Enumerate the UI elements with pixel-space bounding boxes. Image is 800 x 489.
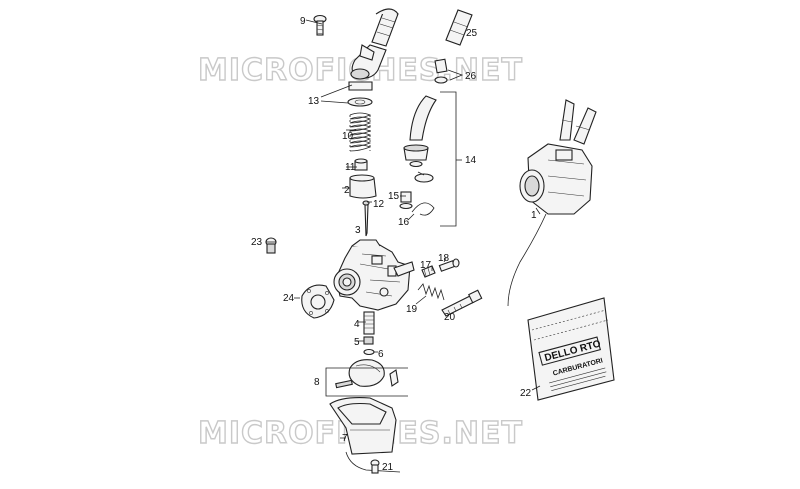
label-6: 6 [378, 349, 384, 360]
label-7: 7 [342, 433, 348, 444]
part-21-drain-screw[interactable] [370, 459, 380, 474]
label-24: 24 [283, 293, 295, 304]
part-cable-sleeve-top [371, 8, 399, 47]
label-13: 13 [308, 96, 320, 107]
part-19-spring[interactable] [417, 283, 445, 301]
label-11: 11 [345, 162, 356, 173]
label-16: 16 [398, 217, 410, 228]
carburetor-body-exploded[interactable] [333, 239, 415, 311]
label-15: 15 [388, 191, 400, 202]
part-15-fitting[interactable] [399, 191, 413, 210]
label-10: 10 [342, 131, 354, 142]
part-24-gasket[interactable] [301, 284, 335, 319]
part-20-idle-screw[interactable] [441, 289, 483, 317]
label-19: 19 [406, 304, 418, 315]
label-9: 9 [300, 16, 306, 27]
part-3-needle[interactable] [364, 204, 369, 237]
label-17: 17 [420, 260, 432, 271]
part-6-washer[interactable] [363, 348, 375, 356]
part-23-plug[interactable] [265, 237, 277, 254]
label-8: 8 [314, 377, 320, 388]
part-4-jet-holder[interactable] [363, 311, 375, 335]
part-14-choke-plunger[interactable] [403, 95, 437, 183]
label-18: 18 [438, 253, 450, 264]
label-20: 20 [444, 312, 456, 323]
leader-lines [266, 19, 541, 439]
part-22-instruction-bag[interactable]: DELLO RTO CARBURATORI [527, 297, 615, 401]
part-1-carburetor-assembly[interactable] [507, 99, 597, 307]
part-5-main-jet[interactable] [363, 336, 374, 345]
label-22: 22 [520, 388, 532, 399]
label-23: 23 [251, 237, 263, 248]
part-25-cap[interactable] [445, 9, 473, 46]
part-8-float[interactable] [335, 359, 399, 389]
label-26: 26 [465, 71, 477, 82]
part-11-clip[interactable] [354, 158, 368, 171]
label-4: 4 [354, 319, 360, 330]
part-labels: 9 13 10 11 2 12 3 23 24 4 5 6 8 7 21 25 … [251, 16, 537, 473]
part-13-cable-adjuster[interactable] [347, 44, 387, 107]
label-1: 1 [531, 210, 537, 221]
part-18-screw[interactable] [438, 258, 460, 272]
part-9-screw[interactable] [313, 14, 327, 36]
part-7-float-bowl[interactable] [329, 397, 397, 455]
label-21: 21 [382, 462, 394, 473]
part-10-spring[interactable] [349, 112, 372, 152]
label-25: 25 [466, 28, 478, 39]
label-2: 2 [344, 185, 350, 196]
label-5: 5 [354, 337, 360, 348]
part-26-adjuster[interactable] [434, 58, 448, 84]
part-2-throttle-slide[interactable] [349, 174, 377, 199]
label-3: 3 [355, 225, 361, 236]
label-14: 14 [465, 155, 477, 166]
label-12: 12 [373, 199, 385, 210]
part-16-clip[interactable] [411, 202, 435, 216]
